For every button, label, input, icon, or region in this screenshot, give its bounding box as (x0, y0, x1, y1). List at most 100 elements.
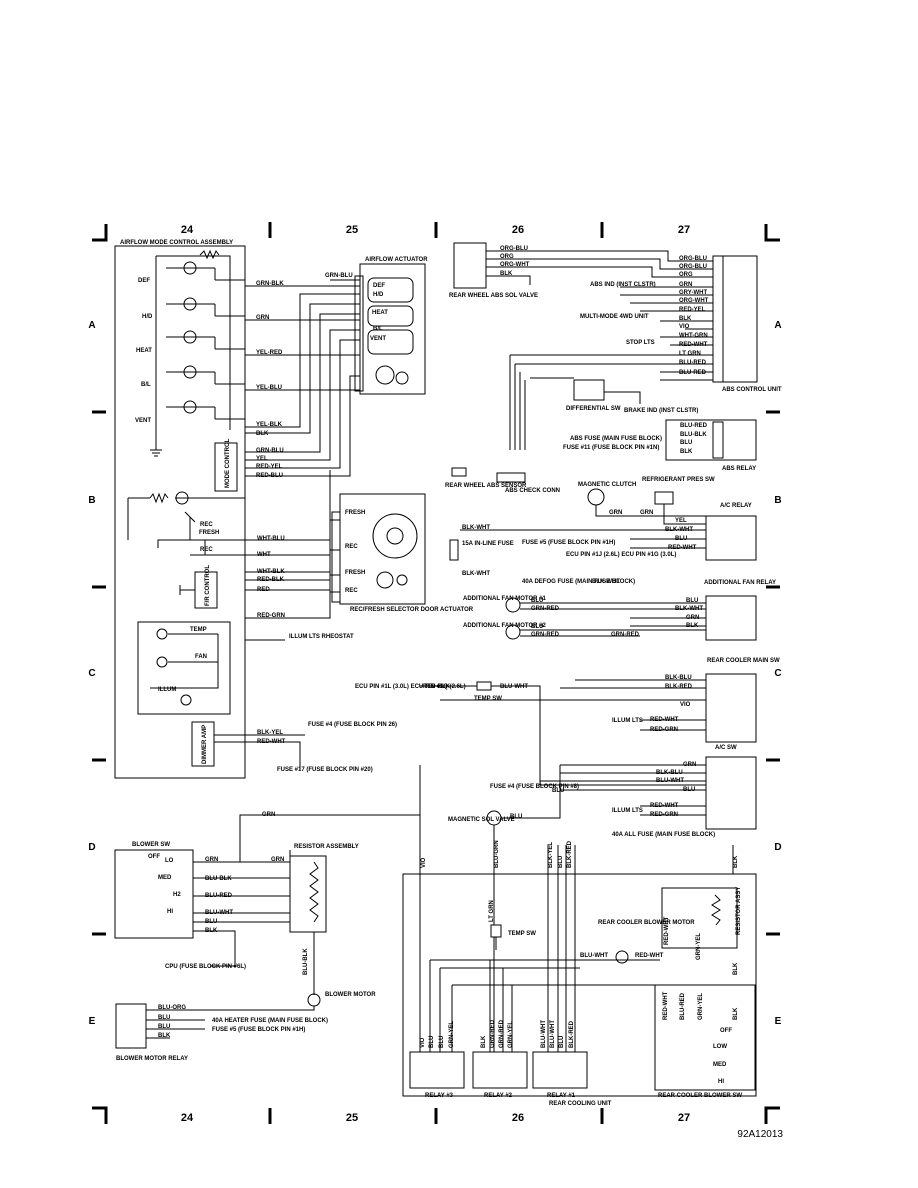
svg-text:WHT: WHT (257, 552, 271, 558)
svg-text:BLU-WHT: BLU-WHT (656, 778, 684, 784)
svg-text:B/L: B/L (373, 326, 383, 332)
svg-text:GRN: GRN (679, 282, 692, 288)
fan2-label: ADDITIONAL FAN MOTOR #2 (463, 623, 546, 629)
svg-text:BLU-WHT: BLU-WHT (580, 953, 608, 959)
svg-text:BLU: BLU (558, 856, 564, 868)
row-label: E (775, 1016, 782, 1027)
rear-wheel-abs-sol-valve (453, 242, 487, 289)
row-label: C (88, 668, 95, 679)
rec-fresh-actuator-label: REC/FRESH SELECTOR DOOR ACTUATOR (350, 607, 474, 613)
svg-text:MED: MED (713, 1062, 727, 1068)
svg-text:GRN: GRN (262, 812, 275, 818)
svg-text:ORG-BLU: ORG-BLU (679, 264, 707, 270)
differential-sw-label: DIFFERENTIAL SW (566, 406, 621, 412)
svg-text:RED-WHT: RED-WHT (257, 739, 286, 745)
svg-text:LO: LO (165, 858, 174, 864)
svg-text:BLK-WHT: BLK-WHT (592, 579, 620, 585)
svg-text:RED-WHT: RED-WHT (679, 342, 708, 348)
fr-control-label: F/R CONTROL (205, 565, 211, 606)
wire-labels-a: GRN-BLU GRN-BLK GRN YEL-RED YEL-BLU YEL-… (256, 273, 353, 479)
multimode-4wd-label: MULTI-MODE 4WD UNIT (580, 314, 649, 320)
svg-text:GRN-BLU: GRN-BLU (256, 448, 284, 454)
svg-text:BLU: BLU (559, 1036, 565, 1048)
svg-text:YEL-BLK: YEL-BLK (256, 422, 283, 428)
svg-text:GRN: GRN (609, 510, 622, 516)
svg-text:GRN: GRN (256, 315, 269, 321)
svg-text:BLU: BLU (158, 1024, 170, 1030)
harness-b (245, 470, 340, 619)
additional-fan-motor-2 (505, 624, 521, 640)
svg-text:ILLUM: ILLUM (158, 687, 176, 693)
column-label: 27 (678, 1112, 690, 1124)
magnetic-sol-valve-label: MAGNETIC SOL VALVE (448, 817, 515, 823)
column-label: 25 (346, 1112, 358, 1124)
svg-text:BLU-BLK: BLU-BLK (303, 948, 309, 975)
svg-text:VENT: VENT (370, 336, 386, 342)
svg-text:BLU: BLU (531, 598, 543, 604)
svg-text:BLU-RED: BLU-RED (680, 423, 708, 429)
row-label: B (774, 495, 781, 506)
resistor-assembly (289, 855, 327, 933)
svg-text:BLK: BLK (733, 855, 739, 868)
refrig-press-sw-label: REFRIGERANT PRES SW (642, 477, 715, 483)
svg-text:BLU: BLU (531, 624, 543, 630)
svg-text:RED-WHT: RED-WHT (635, 953, 664, 959)
corner-mark (764, 224, 780, 242)
add-fan-relay-label: ADDITIONAL FAN RELAY (704, 580, 776, 586)
rec-fresh-switch (127, 491, 245, 556)
svg-text:HEAT: HEAT (372, 310, 388, 316)
svg-text:BLK: BLK (205, 928, 218, 934)
svg-text:FRESH: FRESH (345, 510, 365, 516)
rear-cooling-harness (419, 770, 734, 1052)
stop-lts-label: STOP LTS (626, 340, 655, 346)
svg-text:BLK-WHT: BLK-WHT (675, 606, 703, 612)
svg-text:ORG-WHT: ORG-WHT (500, 262, 530, 268)
svg-text:ORG-BLU: ORG-BLU (500, 246, 528, 252)
svg-text:RED-BLK: RED-BLK (257, 577, 285, 583)
mode-label-bl: B/L (141, 382, 151, 388)
svg-text:GRN-YEL: GRN-YEL (696, 933, 702, 960)
svg-text:ORG-WHT: ORG-WHT (679, 298, 709, 304)
svg-text:BLU: BLU (675, 536, 687, 542)
svg-text:VIO: VIO (421, 857, 427, 868)
svg-text:GRN-RED: GRN-RED (490, 1019, 496, 1048)
mode-label-def: DEF (138, 278, 150, 284)
svg-text:BLU-RED: BLU-RED (679, 370, 707, 376)
svg-text:ORG: ORG (500, 254, 514, 260)
column-label: 26 (512, 224, 524, 236)
corner-mark (92, 1106, 108, 1124)
svg-text:RED-WHT: RED-WHT (663, 991, 669, 1020)
column-label: 24 (181, 224, 194, 236)
magnetic-clutch-label: MAGNETIC CLUTCH (578, 482, 636, 488)
svg-text:GRN: GRN (205, 857, 218, 863)
fuse11-label: FUSE #11 (FUSE BLOCK PIN #1N) (563, 445, 659, 451)
svg-text:GRN-YEL: GRN-YEL (449, 1021, 455, 1048)
svg-text:BLK-BLU: BLK-BLU (665, 675, 692, 681)
fuse4b-label: FUSE #4 (FUSE BLOCK PIN #8) (490, 784, 579, 790)
blower-motor-label: BLOWER MOTOR (325, 992, 376, 998)
svg-text:BLU: BLU (205, 919, 217, 925)
inline-fuse-label: 15A IN-LINE FUSE (462, 541, 514, 547)
svg-text:REC: REC (200, 547, 213, 553)
svg-text:BLK-WHT: BLK-WHT (462, 571, 490, 577)
svg-text:DEF: DEF (373, 283, 385, 289)
svg-text:REC: REC (345, 544, 358, 550)
svg-text:BLK-YEL: BLK-YEL (548, 842, 554, 868)
column-label: 25 (346, 224, 358, 236)
svg-text:BLU-ORG: BLU-ORG (158, 1005, 186, 1011)
brake-ind-label: BRAKE IND (INST CLSTR) (624, 408, 698, 414)
ac-relay-label: A/C RELAY (720, 503, 752, 509)
figure-id: 92A12013 (737, 1129, 783, 1140)
svg-text:BLK: BLK (679, 316, 692, 322)
svg-text:BLK: BLK (733, 962, 739, 975)
svg-text:BLU: BLU (680, 440, 692, 446)
harness-a (245, 279, 360, 477)
svg-text:GRN-RED: GRN-RED (611, 632, 640, 638)
ecu-pin-c-label: ECU PIN #1L (3.0L) ECU PIN #1Q (2.6L) (355, 684, 466, 690)
rear-cooling-unit (402, 873, 757, 1097)
svg-text:BLU-RED: BLU-RED (680, 992, 686, 1020)
resistor-assy-label: RESISTOR ASSEMBLY (294, 844, 359, 850)
svg-text:GRN-BLU: GRN-BLU (325, 273, 353, 279)
airflow-mode-assembly-label: AIRFLOW MODE CONTROL ASSEMBLY (120, 240, 233, 246)
